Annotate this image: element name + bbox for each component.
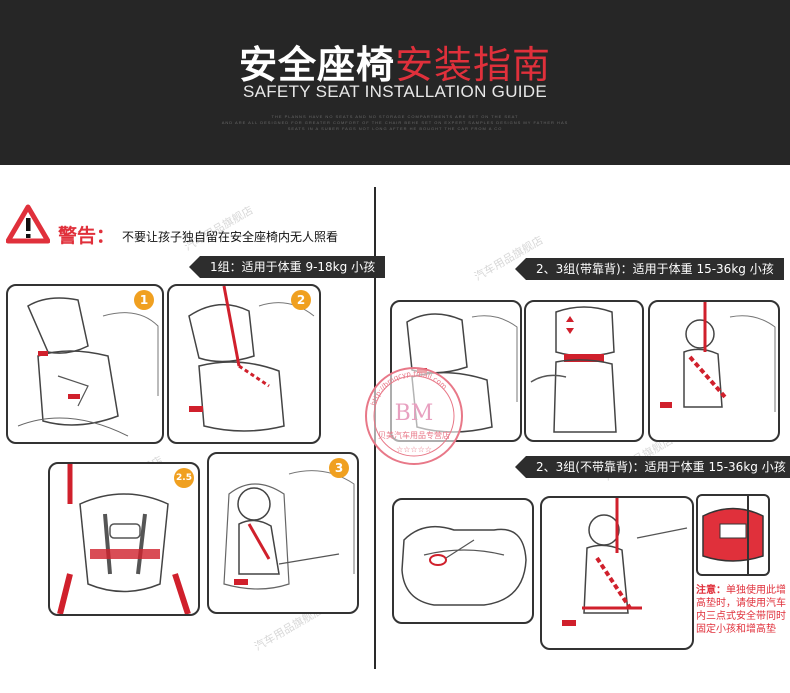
step-number-badge: 2 [291,290,311,310]
group-1-tag: 1组：适用于体重 9-18kg 小孩 [189,256,386,278]
page-title: 安全座椅安装指南 [0,34,790,89]
belt-guide-closeup-illustration [702,496,764,574]
harness-illustration [57,464,191,614]
illustration-child-booster [648,300,780,442]
warning-label: 警告： [58,225,116,247]
stamp-shop-name: 贝美汽车用品专营店 [378,430,450,440]
illustration-child-on-cushion [540,496,694,650]
illustration-belt-closeup [696,494,770,576]
title-red: 安装指南 [395,43,552,87]
child-in-seat-illustration [223,470,355,590]
tag-arrow [515,258,526,280]
headrest-adjust-illustration [530,306,617,433]
illustration-step-2: 2 [167,284,321,444]
group-23-back-tag: 2、3组(带靠背)：适用于体重 15-36kg 小孩 [515,258,784,280]
illustration-step-3: 3 [207,452,359,614]
usage-note: 注意：单独使用此增高垫时，请使用汽车内三点式安全带同时固定小孩和增高垫 [696,584,788,636]
step-number-badge: 3 [329,458,349,478]
illustration-headrest-adjust [524,300,644,442]
car-seat-illustration [17,297,159,437]
illustration-booster-cushion [392,498,534,624]
warning-triangle-icon [6,204,50,244]
illustration-step-1: 1 [6,284,164,444]
fine-print-line: SEATS IN A SUBER FAGS NOT LONG AFTER HE … [287,126,503,131]
page-subtitle: SAFETY SEAT INSTALLATION GUIDE [242,82,548,101]
step-number-badge: 2.5 [174,468,194,488]
child-booster-belt-illustration [660,302,776,412]
car-seat-belt-illustration [188,286,315,432]
stamp-stars: ☆☆☆☆☆ [396,445,432,454]
tag-arrow [189,256,200,278]
title-white: 安全座椅 [238,43,395,87]
note-label: 注意： [696,585,726,596]
group-23-noback-tag: 2、3组(不带靠背)：适用于体重 15-36kg 小孩 [515,456,790,478]
booster-cushion-illustration [401,525,527,606]
group-23-noback-label: 2、3组(不带靠背)：适用于体重 15-36kg 小孩 [536,460,786,474]
fine-print-line: AND ARE ALL DESIGNED FOR GREATER COMFORT… [221,120,569,125]
group-23-back-label: 2、3组(带靠背)：适用于体重 15-36kg 小孩 [536,262,774,276]
child-on-cushion-illustration [562,498,688,626]
note-text: 单独使用此增高垫时，请使用汽车内三点式安全带同时固定小孩和增高垫 [696,585,786,635]
step-number-badge: 1 [134,290,154,310]
header-banner: 安全座椅安装指南 SAFETY SEAT INSTALLATION GUIDE … [0,0,790,165]
illustration-step-2-5: 2.5 [48,462,200,616]
warning-text: 不要让孩子独自留在安全座椅内无人照看 [122,230,339,244]
tag-arrow [515,456,526,478]
stamp-logo: BM [395,401,434,426]
shop-stamp: http://bmqcyp.tmall.com BM 贝美汽车用品专营店 ☆☆☆… [365,367,463,465]
fine-print-line: THE PLANNS HAVE NO SEATS AND NO STORAGE … [271,114,519,119]
group-1-label: 1组：适用于体重 9-18kg 小孩 [210,260,376,274]
